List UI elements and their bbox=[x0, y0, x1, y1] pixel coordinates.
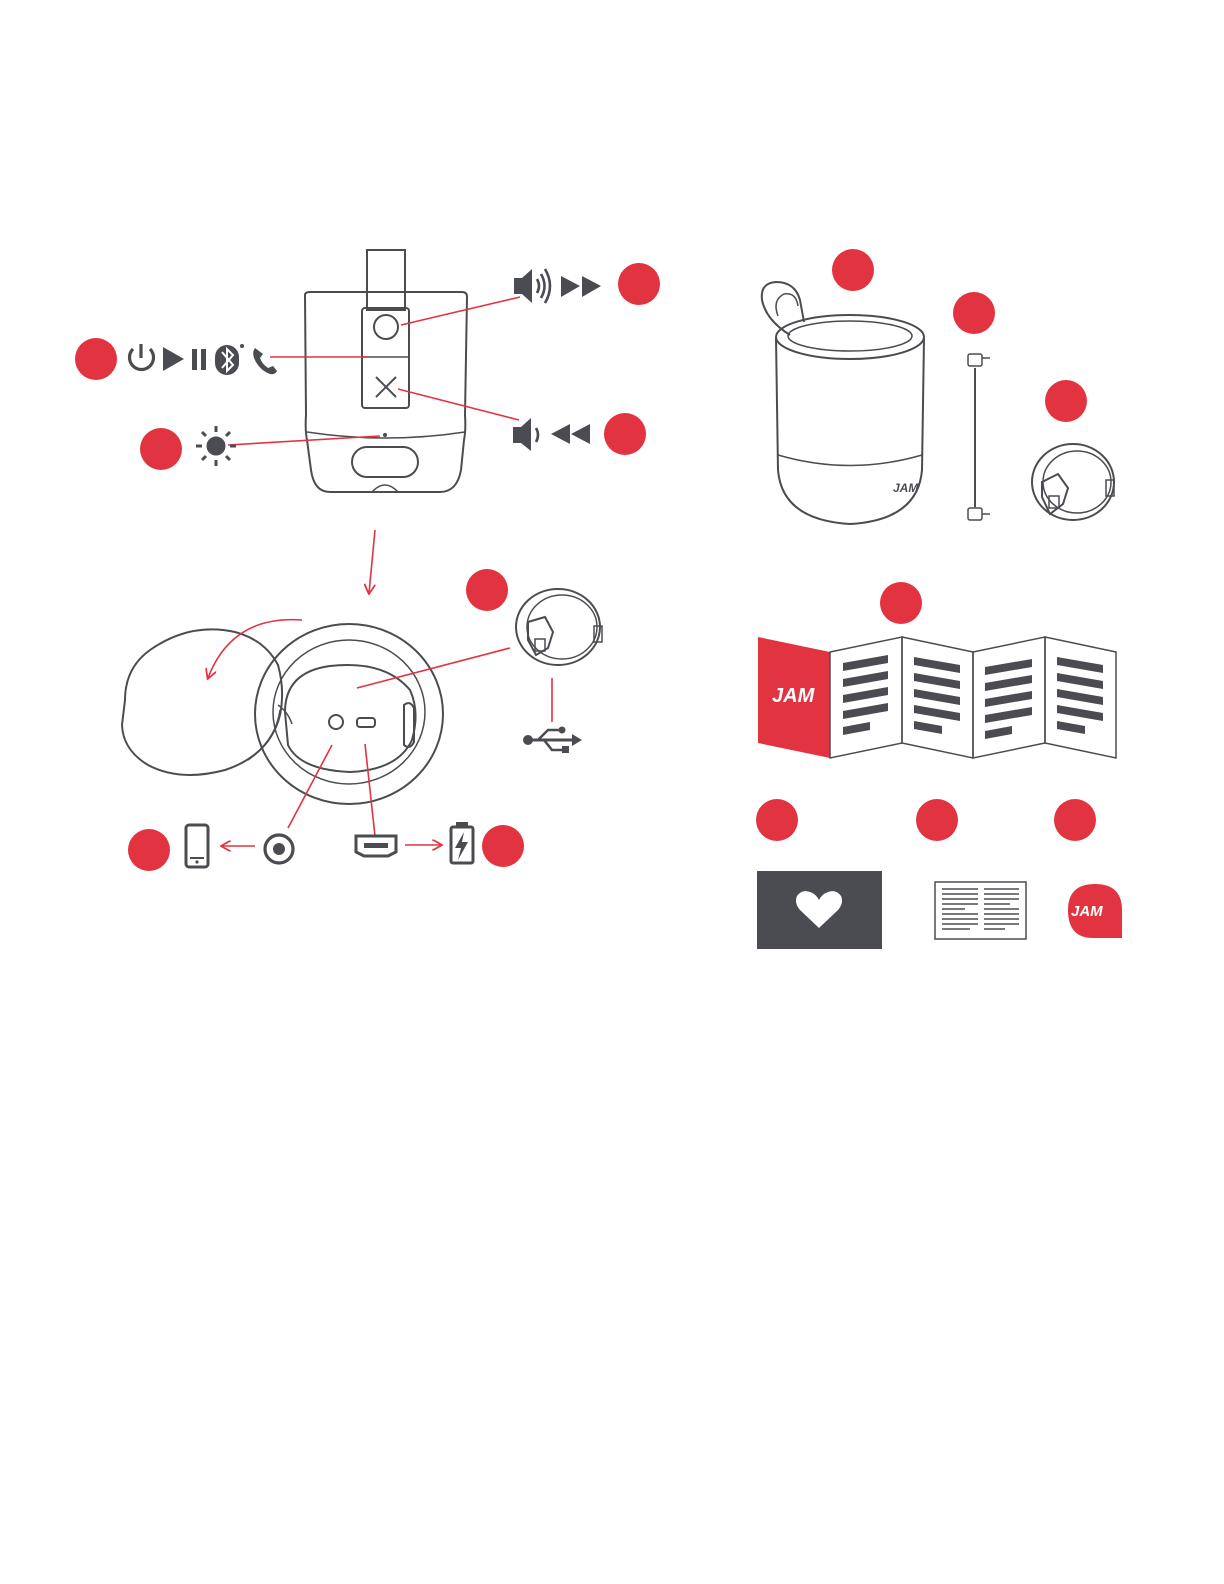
badge-charge bbox=[482, 825, 524, 867]
micro-usb-port-icon bbox=[356, 836, 396, 856]
badge-usb-cable-product bbox=[1045, 380, 1087, 422]
badge-volume-down bbox=[604, 413, 646, 455]
status-led bbox=[383, 433, 387, 437]
usb-cable-product bbox=[1032, 444, 1114, 520]
badge-sticker bbox=[1054, 799, 1096, 841]
aux-cable bbox=[968, 354, 990, 520]
aux-port bbox=[329, 715, 343, 729]
phone-icon bbox=[253, 348, 277, 374]
volume-down-icon bbox=[513, 418, 538, 451]
badge-led bbox=[140, 428, 182, 470]
fold-out-guide: JAM bbox=[758, 637, 1116, 758]
instruction-booklet bbox=[935, 882, 1026, 939]
usb-cable-coil bbox=[516, 589, 602, 665]
volume-up-button[interactable] bbox=[374, 315, 398, 339]
warranty-heart-card bbox=[757, 871, 882, 949]
guide-logo-text: JAM bbox=[772, 685, 816, 707]
sticker-logo-text: JAM bbox=[1071, 903, 1103, 920]
jam-sticker: JAM bbox=[1068, 884, 1122, 938]
badge-controls bbox=[75, 338, 117, 380]
badge-usb-cable bbox=[466, 569, 508, 611]
rewind-icon bbox=[551, 424, 590, 444]
volume-down-button[interactable] bbox=[376, 377, 396, 397]
badge-speaker bbox=[832, 249, 874, 291]
speaker-bottom-view bbox=[122, 624, 443, 804]
badge-booklet bbox=[916, 799, 958, 841]
micro-usb-port bbox=[357, 718, 375, 727]
badge-aux-cable bbox=[953, 292, 995, 334]
speaker-logo-text: JAM bbox=[893, 481, 919, 495]
speaker-product: JAM bbox=[762, 282, 924, 524]
speaker-front-view bbox=[305, 250, 467, 492]
phone-device-icon bbox=[186, 825, 208, 867]
power-icon bbox=[130, 344, 154, 369]
aux-jack-icon bbox=[265, 835, 293, 863]
control-panel bbox=[362, 308, 409, 408]
bluetooth-icon bbox=[215, 344, 244, 375]
led-light-icon bbox=[196, 426, 236, 466]
badge-aux-in bbox=[128, 829, 170, 871]
usb-icon bbox=[523, 727, 582, 754]
pause-icon bbox=[192, 349, 206, 370]
badge-guide bbox=[880, 582, 922, 624]
badge-warranty bbox=[756, 799, 798, 841]
play-icon bbox=[163, 347, 184, 371]
battery-charging-icon bbox=[451, 822, 473, 863]
badge-volume-up bbox=[618, 263, 660, 305]
fast-forward-icon bbox=[561, 276, 601, 297]
